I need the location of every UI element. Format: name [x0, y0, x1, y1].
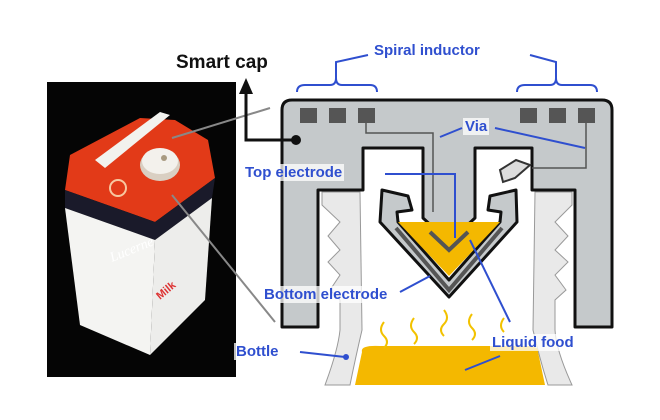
cap-body: [280, 98, 614, 329]
leader-line: [171, 194, 276, 323]
connector: [498, 158, 532, 184]
liquid-food-label: Liquid food: [490, 334, 576, 351]
milk-carton-photo: Lucerne Milk: [47, 82, 236, 377]
leader-line: [171, 107, 271, 139]
smart-cap-label: Smart cap: [176, 52, 268, 73]
spiral-inductor-label: Spiral inductor: [372, 42, 482, 59]
bottom-electrode-label: Bottom electrode: [262, 286, 390, 303]
bottom-electrode: [394, 226, 504, 294]
smart-cap-arrow: [244, 92, 295, 142]
via-line: [365, 123, 434, 212]
liquid-food-pool: [355, 345, 545, 385]
spiral-inductor-coils: [300, 108, 595, 123]
via-line: [532, 123, 587, 169]
annotation-arrows: [296, 54, 598, 371]
via-label: Via: [463, 118, 490, 135]
top-electrode-label: Top electrode: [243, 164, 345, 181]
top-electrode: [428, 230, 470, 253]
bottle-label: Bottle: [234, 343, 281, 360]
vapor-icon: [380, 309, 505, 349]
